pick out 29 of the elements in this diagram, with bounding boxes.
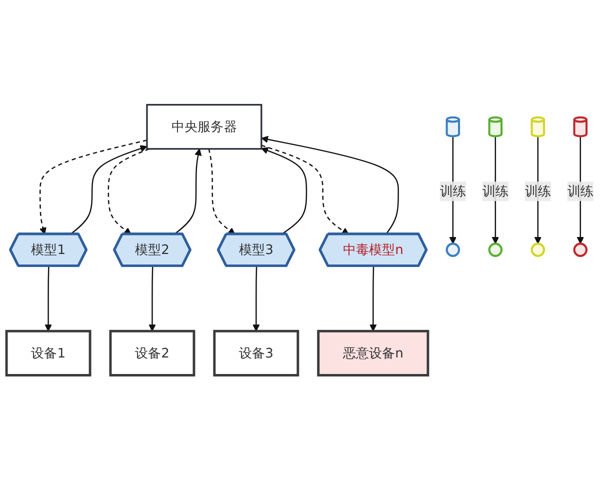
arrow [39,140,148,235]
node-cylinder [573,116,588,138]
arrow [108,148,150,235]
edge-label: 训练 [440,183,466,199]
node-network [573,242,588,257]
arrow [208,148,236,235]
arrow [252,266,260,332]
arrow [70,145,148,235]
arrow [148,266,156,332]
node-network [488,242,503,257]
node-box [213,330,300,376]
edge-label: 训练 [524,183,551,199]
arrow [261,144,350,235]
node-box [5,330,92,376]
arrow [261,147,308,235]
node-box [317,330,430,376]
edge-label: 训练 [567,183,594,199]
arrow [44,266,52,332]
node-cylinder [488,116,503,138]
edge-label: 训练 [482,183,508,199]
node-cylinder [530,116,546,138]
arrow [261,136,399,235]
node-box [146,104,262,150]
arrow [370,266,377,332]
node-box [109,330,196,376]
node-network [446,242,460,257]
node-cylinder [446,116,460,138]
node-network [530,242,546,257]
arrow [174,148,202,235]
